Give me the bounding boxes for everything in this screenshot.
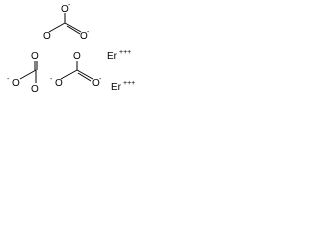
atom-er-lower: Er [111, 82, 122, 93]
carbonate-bottom-right: O O - O - [50, 51, 102, 89]
charge-left-carbonate-left: - [7, 76, 10, 83]
carbonate-top: O - O O - [43, 2, 90, 42]
charge-left-carbonate-bottom-right: - [50, 76, 53, 83]
atom-o-top-carbonate-left: O [31, 51, 39, 62]
atom-o-left-carbonate-top: O [43, 31, 51, 42]
charge-er-lower: +++ [123, 80, 135, 87]
carbonate-left: O O - O [7, 51, 39, 95]
bond-c-o-top-double [66, 25, 81, 35]
atom-o-left-carbonate-bottom-right: O [55, 78, 63, 89]
atom-o-right-carbonate-bottom-right: O [92, 78, 100, 89]
charge-top-carbonate-top: - [68, 2, 71, 9]
bond-c-o-br-double [77, 72, 92, 82]
bond-c-o-br-3 [76, 69, 94, 80]
bond-c-o-top-3 [64, 22, 82, 33]
atom-er-upper: Er [107, 51, 118, 62]
bond-c-o-left-2 [19, 69, 37, 80]
bond-c-o-top-2 [48, 22, 66, 33]
erbium-ion-lower: Er +++ [111, 80, 135, 93]
atom-o-top-carbonate-top: O [61, 4, 69, 15]
atom-o-left-carbonate-left: O [12, 78, 20, 89]
atom-o-bottom-carbonate-left: O [31, 84, 39, 95]
charge-right-carbonate-top: - [87, 29, 90, 36]
erbium-ion-upper: Er +++ [107, 49, 131, 62]
charge-er-upper: +++ [119, 49, 131, 56]
erbium-carbonate-structure: O - O O - O O - O O O [7, 2, 135, 95]
atom-o-right-carbonate-top: O [80, 31, 88, 42]
chemical-structure-canvas: O - O O - O O - O O O [0, 0, 146, 101]
atom-o-top-carbonate-bottom-right: O [73, 51, 81, 62]
charge-right-carbonate-bottom-right: - [99, 76, 102, 83]
bond-c-o-br-2 [60, 69, 78, 80]
